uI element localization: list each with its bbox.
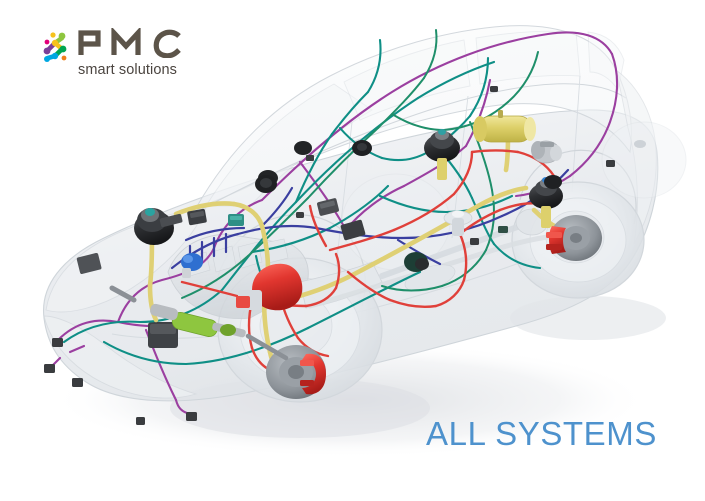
brand-tagline: smart solutions bbox=[78, 62, 178, 78]
brake-booster bbox=[134, 208, 183, 245]
connectors bbox=[296, 86, 646, 245]
wiring-green bbox=[181, 29, 539, 299]
headline-all-systems: ALL SYSTEMS bbox=[426, 415, 657, 452]
pmc-wordmark bbox=[76, 26, 216, 59]
steering-rack bbox=[109, 285, 289, 361]
brand-logo: smart solutions bbox=[40, 26, 220, 90]
air-compressor bbox=[531, 140, 562, 164]
rear-brake-assembly bbox=[546, 215, 602, 261]
air-suspension-reservoir bbox=[473, 110, 536, 143]
wheel-rear-far bbox=[601, 121, 687, 199]
molecule-dots-icon bbox=[40, 30, 72, 64]
air-spring-rear-left bbox=[424, 129, 460, 180]
ecu-modules bbox=[187, 198, 366, 241]
speakers bbox=[255, 140, 562, 272]
engine-sensor-blue bbox=[181, 253, 203, 278]
fuel-filler bbox=[443, 210, 473, 236]
wiring-navy bbox=[170, 168, 570, 270]
front-brake-assembly bbox=[266, 345, 326, 399]
master-cylinder bbox=[236, 263, 303, 311]
